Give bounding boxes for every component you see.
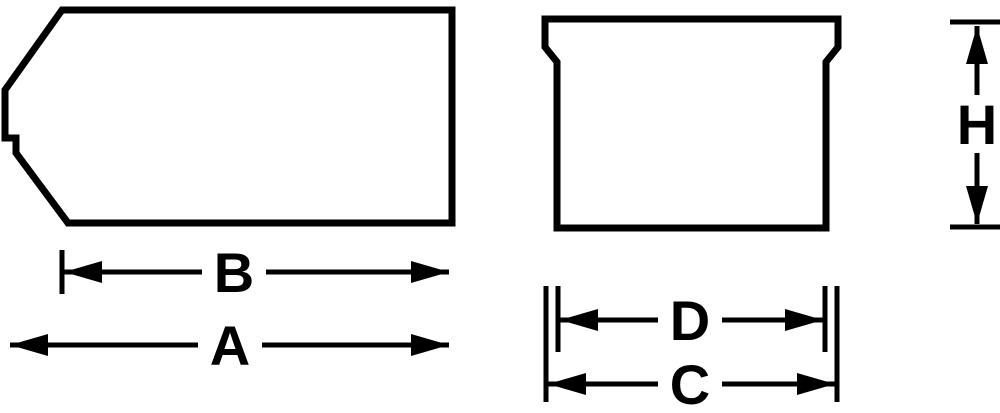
dimension-h: H	[950, 19, 1000, 230]
dimension-d-left-arrowhead	[560, 309, 598, 331]
dimension-b: B	[59, 241, 449, 304]
bin-side-view	[1, 6, 456, 227]
dimension-d-label: D	[670, 289, 710, 352]
dimension-c: C	[543, 286, 840, 413]
bin-side-view-outline	[1, 6, 456, 227]
dimension-h-top-arrowhead	[966, 26, 988, 64]
dimension-a-label-background	[198, 316, 262, 374]
dimension-a-right-arrowhead	[411, 334, 449, 356]
dimension-b-label-background	[202, 243, 266, 301]
dimension-a-left-arrowhead	[10, 334, 48, 356]
dimension-c-left-arrowhead	[548, 373, 586, 395]
bin-front-view	[541, 15, 842, 232]
dimension-d-right-arrowhead	[785, 309, 823, 331]
dimension-d-label-background	[658, 291, 722, 349]
dimension-h-bottom-arrowhead	[966, 186, 988, 224]
dimension-h-label-background	[952, 95, 1000, 153]
dimension-c-label: C	[670, 353, 710, 413]
dimension-c-right-arrowhead	[797, 373, 835, 395]
dimension-h-label: H	[957, 93, 997, 156]
dimension-c-label-background	[658, 355, 722, 413]
dimension-b-right-arrowhead	[411, 261, 449, 283]
dimension-a-label: A	[210, 314, 250, 377]
dimension-a: A	[10, 314, 449, 377]
bin-front-view-outline	[541, 15, 842, 232]
dimension-b-label: B	[214, 241, 254, 304]
dimension-b-left-arrowhead	[64, 261, 102, 283]
dimension-d: D	[555, 286, 828, 352]
